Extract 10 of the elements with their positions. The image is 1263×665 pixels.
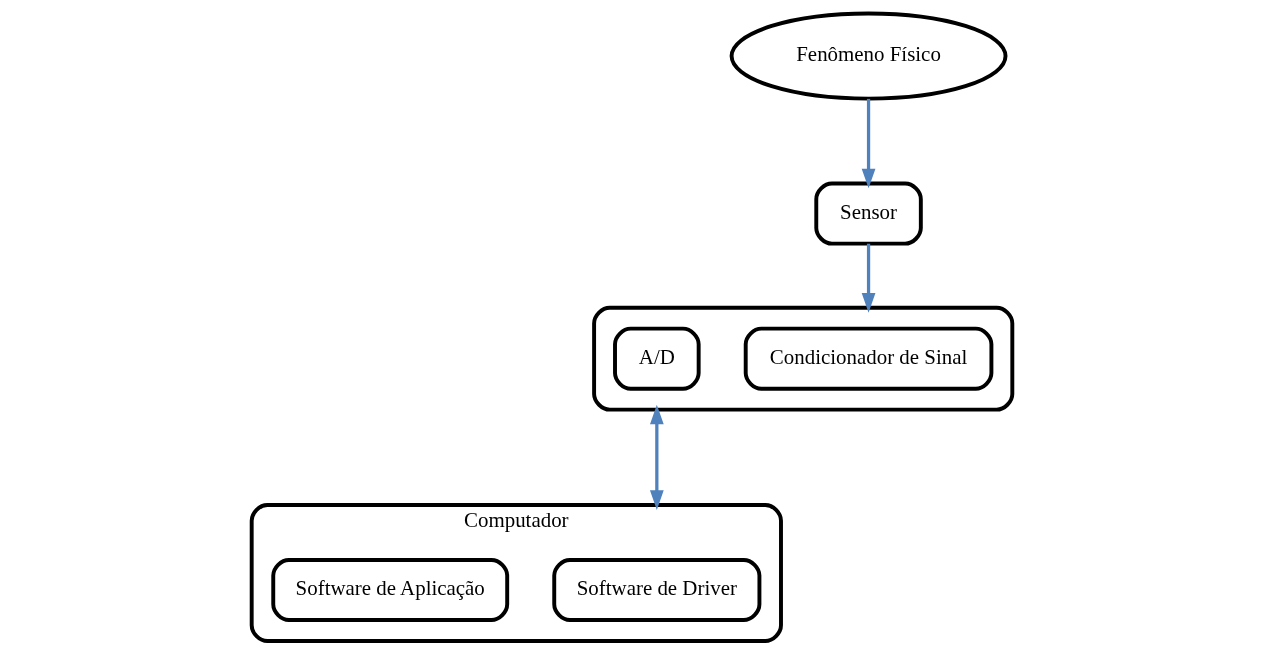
arrow <box>861 243 875 313</box>
node-box: Sensor <box>813 181 923 246</box>
cluster <box>591 305 1014 412</box>
node-box: Software de Driver <box>551 558 761 622</box>
node-box: Condicionador de Sinal <box>743 326 993 391</box>
node-ellipse: Fenômeno Físico <box>729 11 1007 101</box>
arrow <box>861 98 875 189</box>
node-box: Software de Aplicação <box>270 558 509 622</box>
node-box: A/D <box>612 326 701 391</box>
arrow <box>649 404 664 510</box>
